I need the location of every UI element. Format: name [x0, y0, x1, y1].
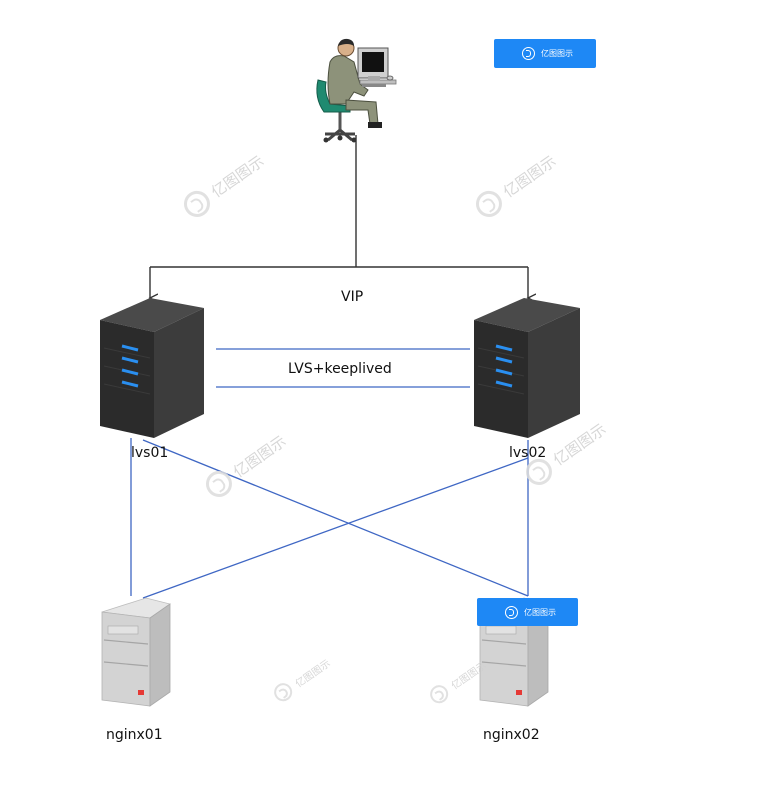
edraw-badge: 亿图图示	[494, 39, 596, 68]
link-lvs01-nginx02	[142, 439, 529, 597]
nginx01-label: nginx01	[106, 727, 163, 743]
nginx02-label: nginx02	[483, 727, 540, 743]
link-lvs02-nginx01	[142, 457, 529, 599]
vip-label: VIP	[341, 289, 364, 305]
lvs02-server-icon	[474, 298, 580, 438]
lvs-keepalived-label: LVS+keeplived	[288, 361, 392, 377]
edraw-logo-icon	[522, 47, 535, 60]
edraw-logo-icon	[505, 605, 518, 619]
nginx01-server-icon	[101, 597, 171, 707]
lvs02-label: lvs02	[509, 445, 547, 461]
user-computer-icon	[316, 38, 397, 143]
edraw-badge: 亿图图示	[477, 598, 578, 626]
lvs01-label: lvs01	[131, 445, 169, 461]
lvs01-server-icon	[100, 298, 204, 438]
